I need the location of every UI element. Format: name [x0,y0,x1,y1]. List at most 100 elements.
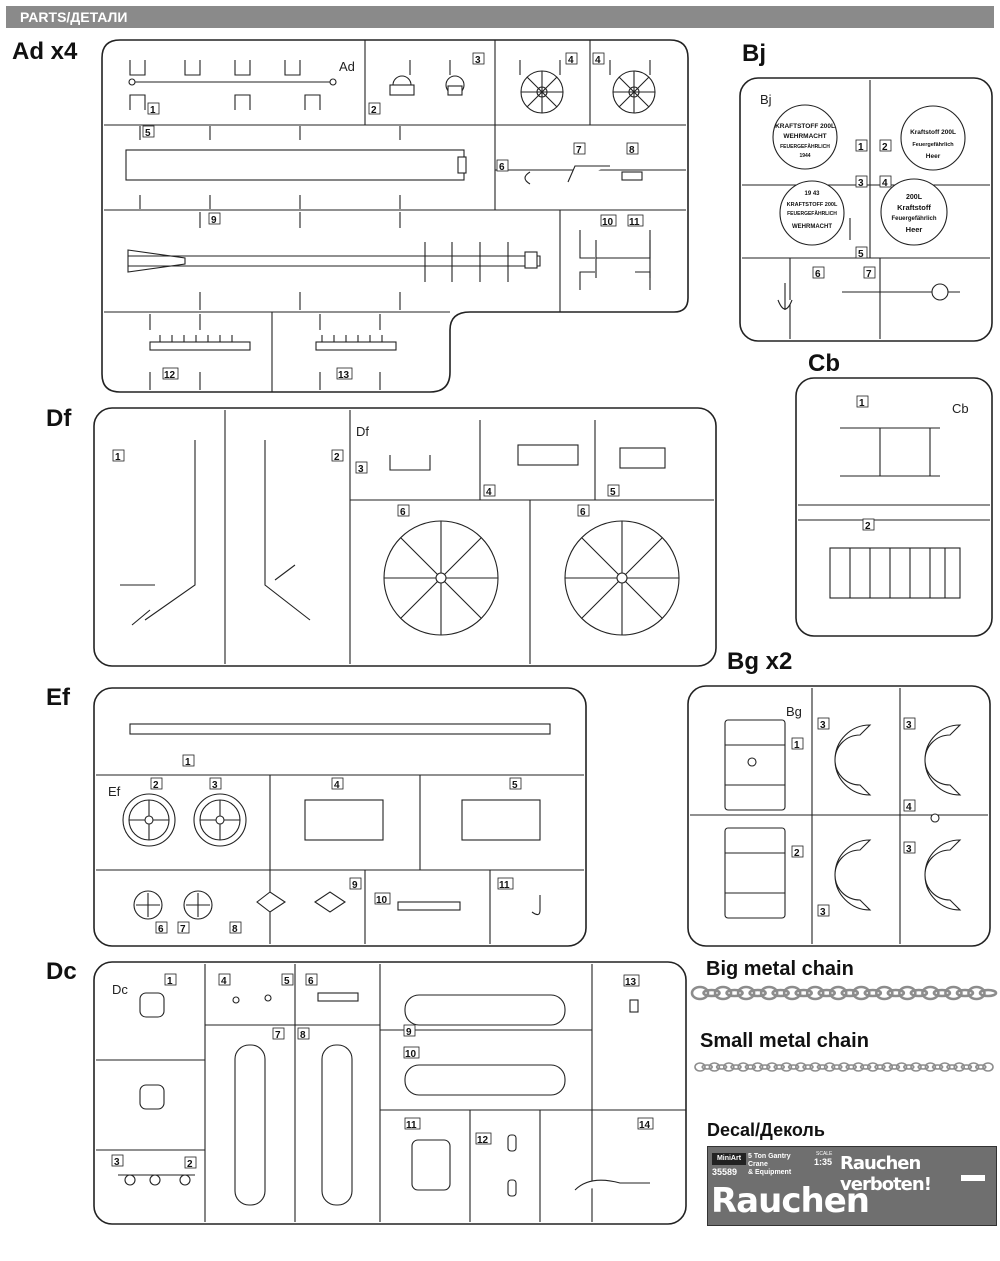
chain-link [840,988,860,998]
chain-link [895,1062,908,1072]
sprue-label-dc: Dc [46,958,77,985]
chain-link [852,1062,865,1072]
part-bg-1-drum [724,719,786,811]
chain-link [816,1064,829,1070]
part-bg-2-drum [724,827,786,919]
runner-notches-ad [129,60,651,390]
bj-num-3: 3 [858,178,864,189]
dc-num-12: 12 [477,1135,489,1146]
ef-num-8: 8 [232,924,238,935]
sprue-cb: Cb 1 2 [795,377,993,637]
chain-link [701,1064,714,1070]
ad-num-8: 8 [629,145,635,156]
decal-code: 35589 [712,1167,738,1177]
part-df-5-box [619,447,666,469]
chain-link [881,1062,894,1072]
chain-link [780,1062,793,1072]
svg-text:Bg: Bg [786,704,802,719]
decal-slogan-small: Rauchen verboten! [840,1153,932,1195]
chain-link [748,988,767,998]
part-ad-13-rail [315,335,397,351]
ad-num-2: 2 [371,105,377,116]
chain-link [817,988,837,998]
chain-link [886,988,906,998]
part-df-4-plate [517,444,579,466]
sprue-label-bj: Bj [742,40,766,67]
ef-num-6: 6 [158,924,164,935]
dc-num-9: 9 [406,1027,412,1038]
part-ad-4-wheel-b [612,70,656,114]
part-ad-7-lever [567,165,610,183]
chain-link [823,1062,836,1072]
bj-d2-line2: Feuergefährlich [912,142,954,148]
chain-link [802,1064,814,1070]
bj-d1-line2: WEHRMACHT [783,133,826,140]
bj-d3-line4: WEHRMACHT [792,224,832,230]
part-dc-6-tube [317,992,359,1002]
chain-link [782,985,802,1001]
bj-d4-line3: Feuergefährlich [891,216,936,222]
part-dc-2-cap [139,1084,165,1110]
dc-num-3: 3 [114,1157,120,1168]
chain-link [866,1062,879,1072]
df-num-6b: 6 [580,507,586,518]
ad-num-7: 7 [576,145,582,156]
sprue-label-ad: Ad x4 [12,38,78,65]
part-dc-3-valves [118,1174,195,1186]
big-chain-label: Big metal chain [706,958,854,980]
chain-link [759,985,779,1001]
part-ef-10-bar [397,901,461,911]
ad-num-3: 3 [475,55,481,66]
ef-num-11: 11 [499,880,510,891]
chain-link [909,988,929,998]
sprue-ef: Ef 1 2 3 4 5 6 7 8 9 10 11 [93,687,587,947]
bg-num-1: 1 [794,740,800,751]
part-df-1-ladder [120,440,196,626]
section-header: PARTS/ДЕТАЛИ [6,6,994,28]
chain-link [931,1064,944,1070]
part-numbers-bj: 1 2 3 4 5 6 7 [812,139,892,280]
chain-link [932,988,952,998]
chain-link [955,988,975,998]
part-ef-2-wheel [122,793,176,847]
part-ef-11-hook [531,895,541,916]
chain-link [694,1062,706,1072]
bj-d2-line1: Kraftstoff 200L [910,129,956,136]
decal-title: 5 Ton Gantry Crane& Equipment [748,1153,812,1177]
bj-d1-line3: FEUERGEFÄHRLICH [780,143,830,150]
df-num-3: 3 [358,464,364,475]
chain-link [771,988,790,998]
ad-num-10: 10 [602,217,614,228]
chain-link [708,1062,721,1072]
bj-decal-disc-1: KRAFTSTOFF 200L WEHRMACHT FEUERGEFÄHRLIC… [772,104,838,170]
chain-link [751,1062,764,1072]
chain-link [960,1064,973,1070]
dc-num-6: 6 [308,976,314,987]
decal-brand-logo: MiniArt [712,1153,746,1165]
chain-link [859,1064,872,1070]
part-numbers-dc: 1 2 3 4 5 6 7 8 9 10 11 12 13 14 [111,973,654,1170]
small-metal-chain [694,1062,994,1072]
chain-link [722,1062,735,1072]
sprue-label-df: Df [46,405,72,432]
bj-num-2: 2 [882,142,888,153]
part-ad-8-plate [621,171,643,181]
part-df-6-wheel-a [383,520,499,636]
chain-link [809,1062,822,1072]
bg-num-3a: 3 [820,720,826,731]
dc-num-13: 13 [625,977,637,988]
chain-link [845,1064,858,1070]
ad-num-13: 13 [338,370,350,381]
decal-sheet: MiniArt 35589 5 Ton Gantry Crane& Equipm… [707,1146,997,1261]
chain-link [713,985,733,1001]
ef-num-10: 10 [376,895,388,906]
sprue-bg: Bg 1 2 3 3 3 3 4 [687,685,991,947]
dc-num-11: 11 [406,1120,417,1131]
chain-link [944,985,963,1001]
dc-num-14: 14 [639,1120,651,1131]
part-numbers-ef: 1 2 3 4 5 6 7 8 9 10 11 [150,754,522,935]
chain-link [921,985,940,1001]
chain-link [737,1062,750,1072]
df-num-4: 4 [486,487,492,498]
chain-link [828,985,848,1001]
